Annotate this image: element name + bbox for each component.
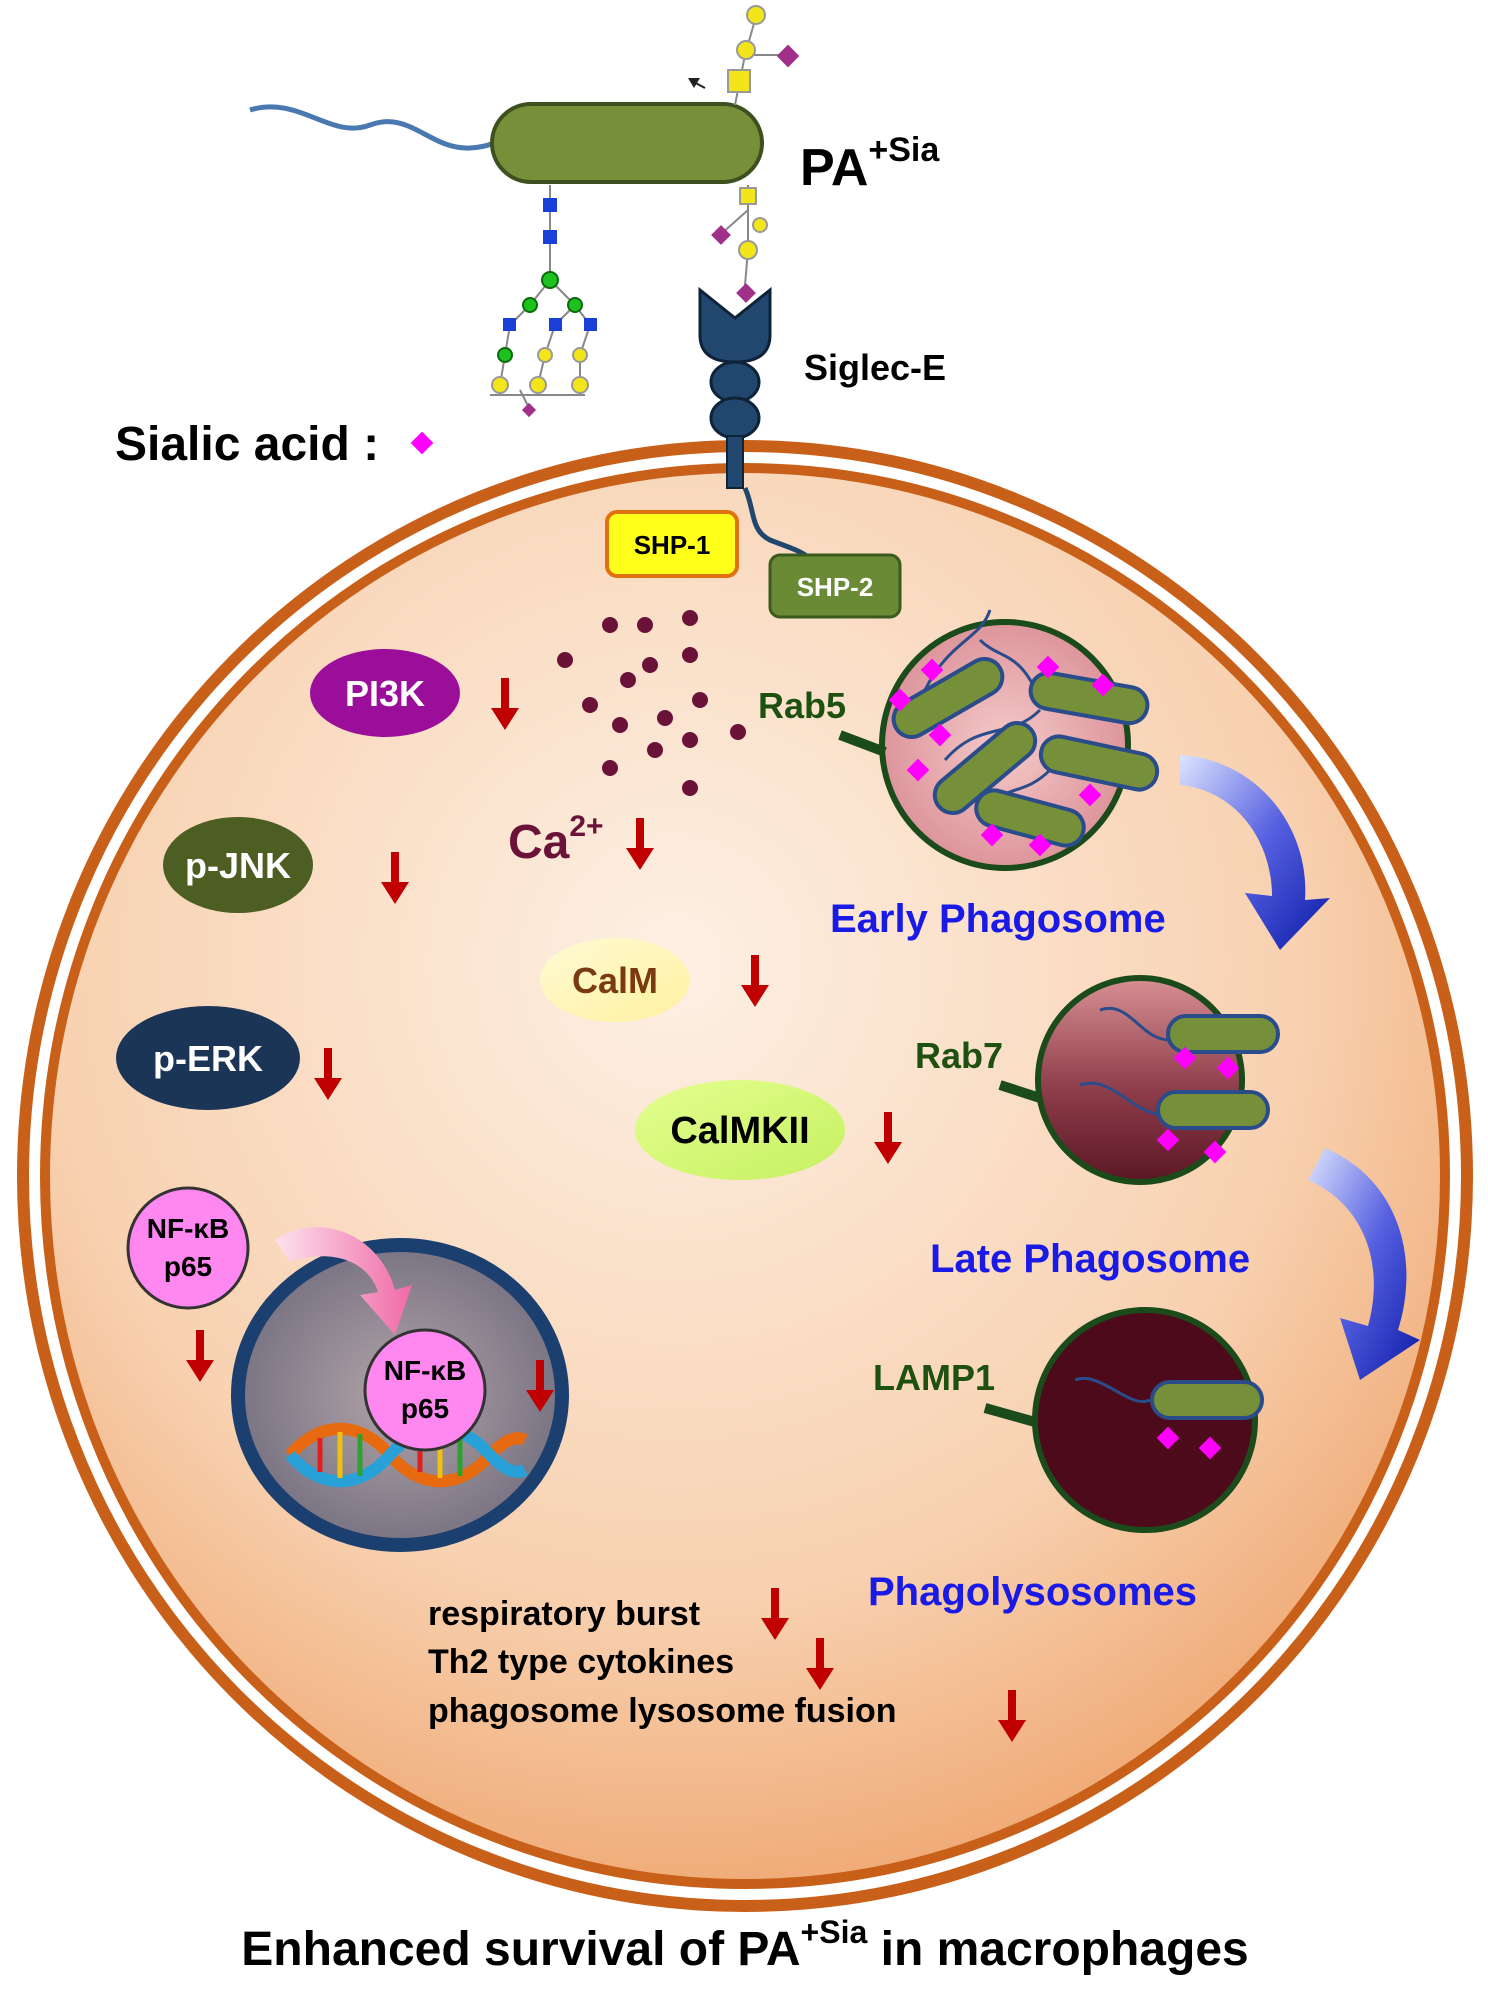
svg-text:NF-κB: NF-κB [147, 1213, 229, 1244]
glycan-chain-icon [688, 5, 800, 106]
receptor-domain-2 [709, 396, 761, 440]
flagellum [249, 104, 502, 151]
lamp1-marker [983, 1403, 1037, 1427]
svg-text:p65: p65 [164, 1251, 212, 1282]
receptor-domain-1 [709, 360, 761, 404]
glycan-chain-icon [711, 185, 768, 303]
curved-arrow-icon [1308, 1148, 1420, 1380]
glycan-chain-icon [490, 185, 597, 418]
phagolysosome [983, 1307, 1264, 1533]
early-phagosome [838, 609, 1160, 871]
caption: Enhanced survival of PA+Sia in macrophag… [241, 1914, 1248, 1976]
pathogen-label: PA+Sia [800, 131, 940, 197]
calcium-ions [557, 610, 746, 796]
early-phagosome-label: Early Phagosome [830, 897, 1166, 941]
sialic-acid-diamond-icon [410, 431, 434, 455]
svg-text:p65: p65 [401, 1393, 449, 1424]
pjnk-node: p-JNK [163, 817, 313, 913]
effect-phagosome-lysosome-fusion: phagosome lysosome fusion [428, 1692, 897, 1730]
curved-arrow-icon [275, 1227, 412, 1335]
shp2-box: SHP-2 [768, 553, 902, 619]
late-phagosome-label: Late Phagosome [930, 1237, 1250, 1281]
receptor-transmembrane [726, 435, 744, 489]
rab5-label: Rab5 [758, 685, 846, 726]
receptor-tail [742, 486, 814, 562]
phagolysosomes-label: Phagolysosomes [868, 1570, 1197, 1614]
rab5-marker [838, 730, 887, 757]
svg-text:p-JNK: p-JNK [185, 845, 291, 886]
curved-arrow-icon [1180, 755, 1330, 950]
svg-text:CalMKII: CalMKII [670, 1110, 809, 1152]
nfkb-nuclear: NF-κB p65 [363, 1328, 487, 1452]
effect-th2-cytokines: Th2 type cytokines [428, 1643, 734, 1681]
sialic-acid-label: Sialic acid : [115, 418, 379, 471]
calm-node: CalM [540, 938, 690, 1022]
svg-text:CalM: CalM [572, 960, 658, 1001]
siglec-e-receptor [698, 286, 814, 562]
pi3k-node: PI3K [310, 649, 460, 737]
svg-text:SHP-2: SHP-2 [797, 572, 874, 602]
calmkii-node: CalMKII [635, 1080, 845, 1180]
nfkb-cytoplasmic: NF-κB p65 [126, 1186, 250, 1310]
perk-node: p-ERK [116, 1006, 300, 1110]
svg-text:PI3K: PI3K [345, 673, 425, 714]
rab7-marker [998, 1080, 1042, 1103]
pa-bacterium [249, 102, 764, 184]
svg-text:p-ERK: p-ERK [153, 1038, 263, 1079]
svg-text:NF-κB: NF-κB [384, 1355, 466, 1386]
rab7-label: Rab7 [915, 1035, 1003, 1076]
late-phagosome [998, 975, 1280, 1185]
svg-text:SHP-1: SHP-1 [634, 530, 711, 560]
bacterium-body [490, 102, 764, 184]
calcium-label: Ca2+ [508, 810, 604, 869]
receptor-binding-domain [698, 286, 772, 364]
effect-respiratory-burst: respiratory burst [428, 1595, 700, 1633]
lamp1-label: LAMP1 [873, 1357, 995, 1398]
siglec-e-label: Siglec-E [804, 347, 946, 388]
shp1-box: SHP-1 [605, 510, 739, 578]
